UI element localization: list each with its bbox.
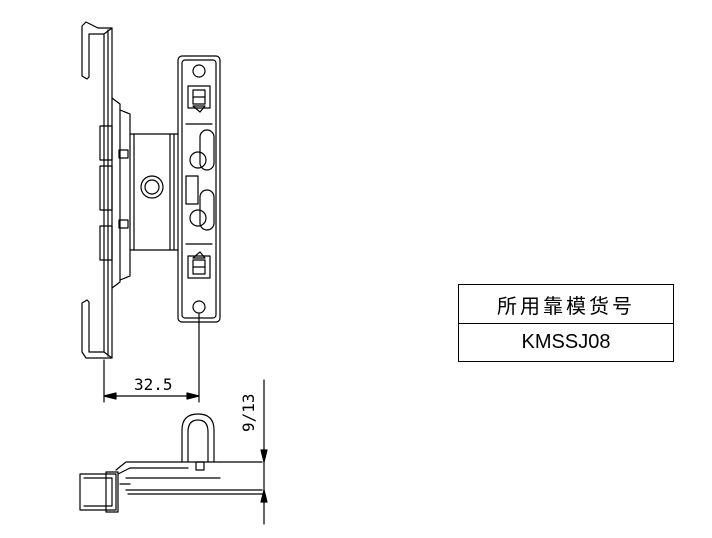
dimension-32-5	[103, 313, 200, 403]
dimension-9-13	[260, 379, 268, 525]
dimension-9-13-label: 9/13	[239, 393, 258, 432]
side-view	[79, 413, 263, 513]
clip-plate-front	[177, 55, 221, 323]
title-block-value: KMSSJ08	[521, 330, 611, 353]
bracket-plate-front	[81, 21, 113, 359]
dimension-32-5-label: 32.5	[134, 375, 173, 394]
title-block-header: 所用靠模货号	[459, 285, 673, 324]
title-block: 所用靠模货号 KMSSJ08	[458, 284, 674, 362]
connector-front	[99, 97, 179, 289]
